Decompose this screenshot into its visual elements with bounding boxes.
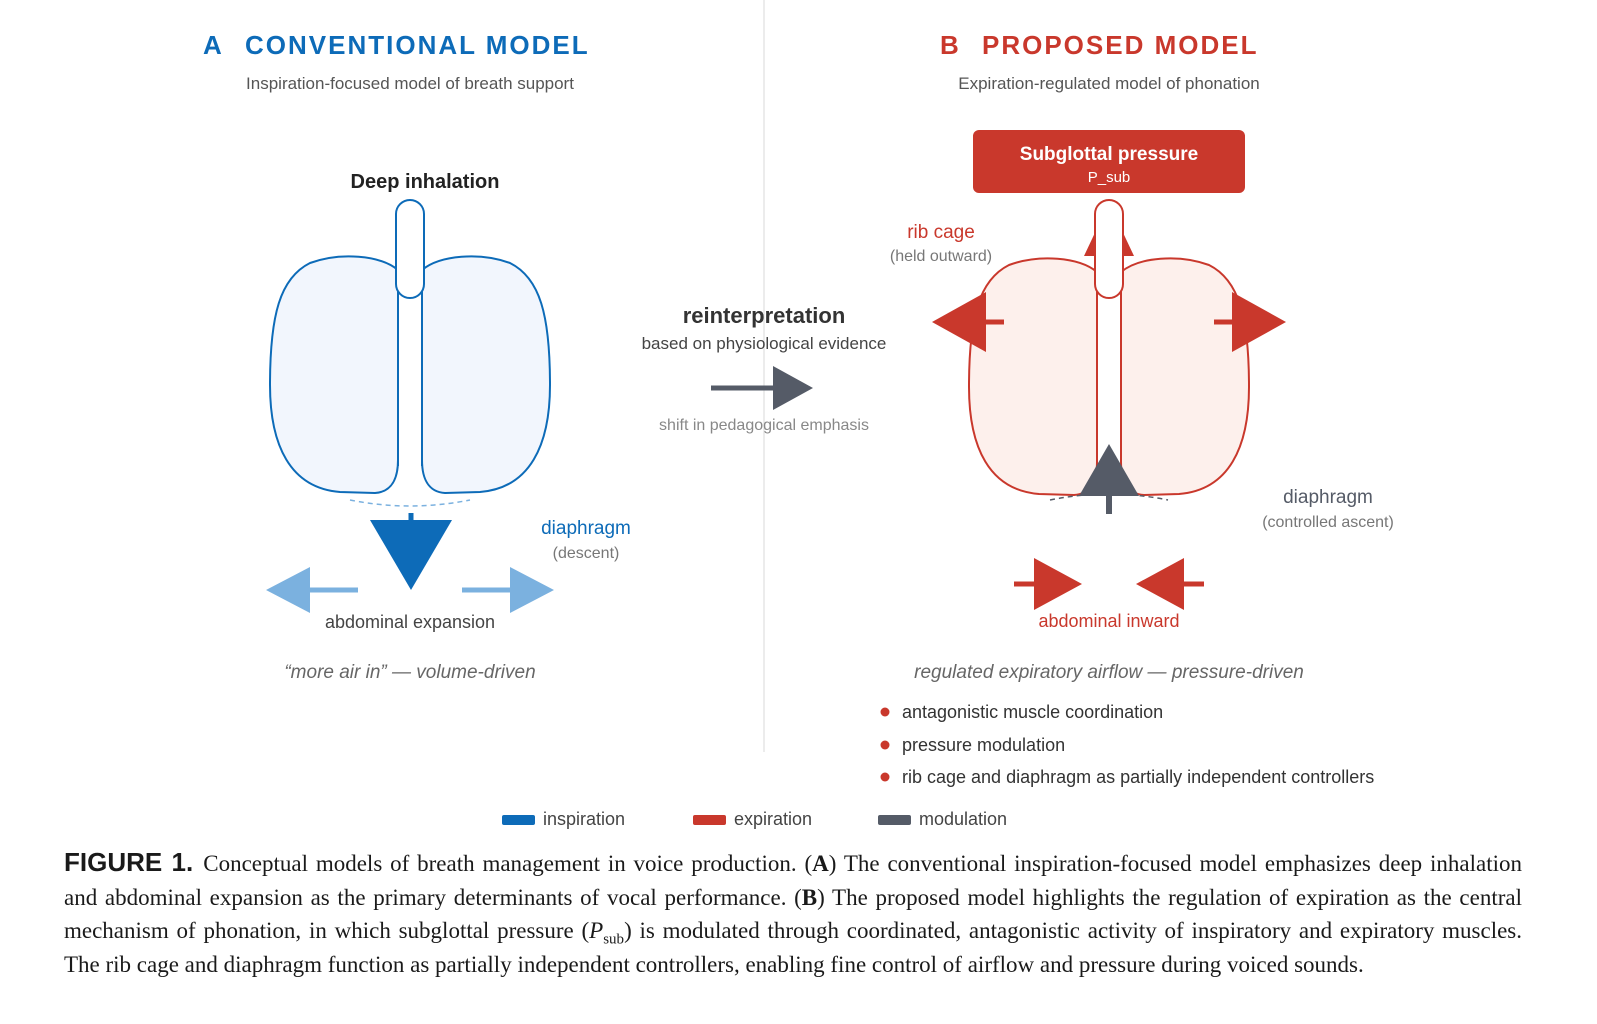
- panel-a-letter: A: [203, 30, 224, 60]
- diaphragm-ascent-arrow: [1079, 444, 1139, 514]
- abdomen-left-inward-arrow: [1034, 558, 1082, 610]
- caption-text: Conceptual models of breath management i…: [203, 851, 813, 876]
- left-lung-b: [967, 257, 1098, 497]
- panel-b-abdomen-label: abdominal inward: [1038, 611, 1179, 631]
- legend-label-expiration: expiration: [734, 809, 812, 829]
- diaphragm-descent-arrow: [370, 520, 452, 590]
- panel-a-title: CONVENTIONAL MODEL: [245, 30, 590, 60]
- pressure-box-title: Subglottal pressure: [1020, 144, 1198, 165]
- panel-a-diaphragm-note: (descent): [553, 545, 620, 562]
- ribcage-left-arrow: [932, 292, 986, 352]
- center-subtitle: based on physiological evidence: [642, 334, 887, 353]
- bullet-item: pressure modulation: [902, 735, 1065, 755]
- diaphragm-line-a: [349, 499, 471, 507]
- panel-a-summary: “more air in” — volume-driven: [284, 662, 535, 683]
- subglottal-pressure-box: Subglottal pressure P_sub: [973, 130, 1245, 193]
- caption-p-symbol: P: [589, 918, 604, 943]
- right-lung-a: [421, 255, 552, 495]
- panel-a-abdomen-label: abdominal expansion: [325, 612, 495, 632]
- panel-b-diaphragm-note: (controlled ascent): [1262, 514, 1394, 531]
- left-lung-a: [268, 255, 399, 495]
- caption-ref-a: A: [812, 851, 829, 876]
- legend-label-modulation: modulation: [919, 809, 1007, 829]
- diaphragm-line-b: [1049, 493, 1169, 501]
- legend-swatch-expiration: [693, 815, 726, 825]
- panel-b-summary: regulated expiratory airflow — pressure-…: [914, 662, 1304, 683]
- caption-label: FIGURE 1.: [64, 847, 194, 877]
- legend: inspiration expiration modulation: [502, 809, 1007, 829]
- caption-text: ) is modulated through coordinated, anta…: [64, 918, 1522, 977]
- caption-p-subscript: sub: [603, 931, 625, 948]
- figure-caption: FIGURE 1. Conceptual models of breath man…: [64, 846, 1522, 981]
- panel-b-subtitle: Expiration-regulated model of phonation: [958, 74, 1259, 93]
- bullet-item: antagonistic muscle coordination: [902, 702, 1163, 722]
- bullet-dot: [880, 740, 890, 750]
- caption-text: ) The proposed model highlights the regu…: [64, 884, 1522, 944]
- bullet-item: rib cage and diaphragm as partially inde…: [902, 767, 1374, 787]
- ribcage-right-arrow: [1232, 292, 1286, 352]
- left-expansion-arrow: [266, 567, 310, 613]
- panel-b-bullet-list: antagonistic muscle coordination pressur…: [880, 702, 1374, 787]
- panel-b-diaphragm-label: diaphragm: [1283, 487, 1373, 508]
- panel-a-diaphragm-label: diaphragm: [541, 518, 631, 539]
- ribcage-label: rib cage: [907, 222, 975, 243]
- right-lung-b: [1120, 257, 1251, 497]
- lungs-b: [967, 199, 1251, 501]
- reinterpretation-arrow: [711, 366, 813, 410]
- legend-swatch-inspiration: [502, 815, 535, 825]
- bullet-dot: [880, 707, 890, 717]
- figure-diagram: A CONVENTIONAL MODEL Inspiration-focused…: [203, 0, 1394, 829]
- trachea-stem-b: [1097, 296, 1121, 468]
- center-title: reinterpretation: [683, 303, 846, 328]
- panel-a-subtitle: Inspiration-focused model of breath supp…: [246, 74, 574, 93]
- bullet-dot: [880, 772, 890, 782]
- abdomen-right-inward-arrow: [1136, 558, 1184, 610]
- trachea-stem-a: [398, 296, 422, 466]
- panel-a-top-label: Deep inhalation: [351, 171, 500, 193]
- abdominal-expansion-arrows: [266, 567, 554, 613]
- lungs-a: [268, 199, 552, 507]
- legend-label-inspiration: inspiration: [543, 809, 625, 829]
- center-note: shift in pedagogical emphasis: [659, 417, 869, 434]
- trachea-b: [1094, 199, 1124, 299]
- panel-b-title: PROPOSED MODEL: [982, 30, 1258, 60]
- legend-swatch-modulation: [878, 815, 911, 825]
- pressure-box-symbol: P_sub: [1088, 169, 1131, 186]
- ribcage-note: (held outward): [890, 248, 992, 265]
- caption-text: ) The conventional inspiration-focused m…: [64, 851, 1522, 910]
- abdominal-inward-arrows: [1014, 558, 1204, 610]
- caption-ref-b: B: [801, 884, 818, 910]
- trachea-a: [395, 199, 425, 299]
- panel-b-letter: B: [940, 30, 961, 60]
- right-expansion-arrow: [510, 567, 554, 613]
- ribcage-outward-arrows: [932, 292, 1286, 352]
